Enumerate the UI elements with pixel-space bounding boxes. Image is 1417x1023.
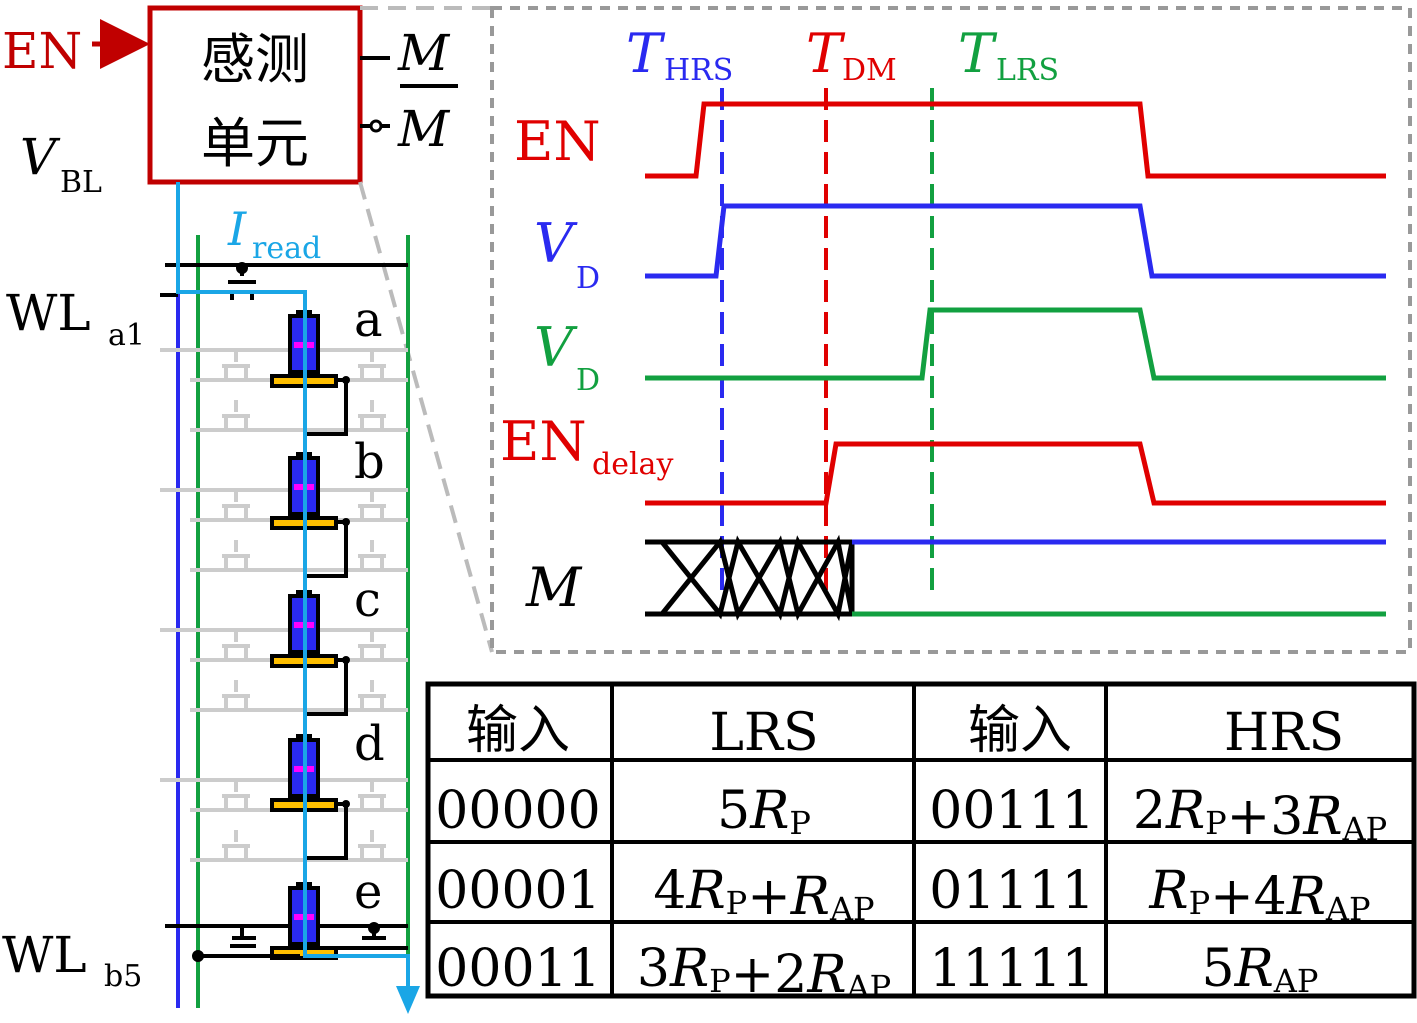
table-rows: 00000 5RP 00111 2RP+3RAP 00001 4RP+RAP 01111 RP… xyxy=(435,781,1387,1006)
t-dm-sub: DM xyxy=(842,53,897,88)
timing-panel-border xyxy=(490,6,1412,654)
sig-endelay-label: EN xyxy=(500,410,587,473)
mtj-cell: b xyxy=(270,434,385,590)
mtj-cell: d xyxy=(270,716,385,882)
sig-vd2-label: V xyxy=(534,316,578,379)
sense-unit-label-line2: 单元 xyxy=(201,112,309,175)
wl-bottom-sub: b5 xyxy=(104,959,142,994)
en-input-label: EN xyxy=(2,22,82,80)
t-hrs-sub: HRS xyxy=(664,53,733,88)
cell-label: e xyxy=(354,864,382,920)
table-cell-hrs: 2RP+3RAP xyxy=(1133,781,1387,848)
wl-bottom-label: WL xyxy=(2,926,87,984)
wave-en xyxy=(645,101,1386,179)
sense-unit-block xyxy=(147,5,363,185)
output-m-label: M xyxy=(397,24,451,82)
t-lrs-label: T xyxy=(958,22,998,85)
cell-label: c xyxy=(354,572,381,628)
wave-m xyxy=(645,534,1386,622)
table-header-lrs: LRS xyxy=(709,703,818,763)
sense-unit-label-line1: 感测 xyxy=(201,28,309,91)
wave-vd-lrs xyxy=(645,307,1386,381)
access-transistor-top xyxy=(228,262,256,300)
timing-panel: T HRS T DM T LRS EN V D V D EN delay M xyxy=(490,6,1412,654)
t-dm-label: T xyxy=(806,22,846,85)
memory-array: a b c d e I read WL a1 WL b5 xyxy=(2,182,420,1014)
sig-en-label: EN xyxy=(514,110,601,173)
cell-label: b xyxy=(354,434,385,490)
vbl-sub: BL xyxy=(60,165,102,200)
sig-vd2-sub: D xyxy=(576,363,600,398)
wave-vd-hrs xyxy=(645,203,1386,279)
sig-vd1-sub: D xyxy=(576,261,600,296)
resistance-table: 输入 LRS 输入 HRS 00000 5RP 00111 2RP+3RAP 00001… xyxy=(425,681,1417,1006)
t-hrs-label: T xyxy=(626,22,666,85)
zoom-guide-bottom xyxy=(358,181,494,653)
table-cell-lrs: 3RP+2RAP xyxy=(637,939,891,1006)
output-mbar-label: M xyxy=(397,100,451,158)
table-header-hrs: HRS xyxy=(1224,703,1344,763)
wl-top-sub: a1 xyxy=(108,318,145,353)
wave-en-delay xyxy=(645,441,1386,506)
t-lrs-sub: LRS xyxy=(996,53,1059,88)
sig-m-label: M xyxy=(525,556,583,619)
access-transistor-bottom xyxy=(192,922,408,962)
table-cell-input-2: 00111 xyxy=(929,781,1094,841)
table-cell-input-1: 00000 xyxy=(435,781,600,841)
vbl-label: V xyxy=(20,128,61,186)
inverter-bubble xyxy=(369,119,383,133)
sig-vd1-label: V xyxy=(534,212,578,275)
table-cell-input-2: 01111 xyxy=(929,861,1094,921)
cell-label: a xyxy=(354,292,383,348)
mtj-cell: e xyxy=(270,864,382,960)
wl-top-label: WL xyxy=(6,284,91,342)
iread-sub: read xyxy=(252,231,321,266)
table-header-input-1: 输入 xyxy=(466,701,570,761)
read-current-arrow xyxy=(396,986,420,1014)
table-cell-hrs: RP+4RAP xyxy=(1148,861,1370,928)
sense-unit: EN 感测 单元 M M V BL xyxy=(2,5,458,200)
table-cell-hrs: 5RAP xyxy=(1202,939,1319,1000)
table-cell-input-1: 00011 xyxy=(435,939,600,999)
table-cell-input-1: 00001 xyxy=(435,861,600,921)
table-cell-lrs: 5RP xyxy=(717,781,811,842)
table-cell-lrs: 4RP+RAP xyxy=(653,861,874,928)
cell-label: d xyxy=(354,716,385,772)
table-header-input-2: 输入 xyxy=(968,701,1072,761)
table-cell-input-2: 11111 xyxy=(929,939,1094,999)
iread-label: I xyxy=(227,202,247,256)
read-current-path xyxy=(176,182,410,995)
sig-endelay-sub: delay xyxy=(592,447,673,482)
